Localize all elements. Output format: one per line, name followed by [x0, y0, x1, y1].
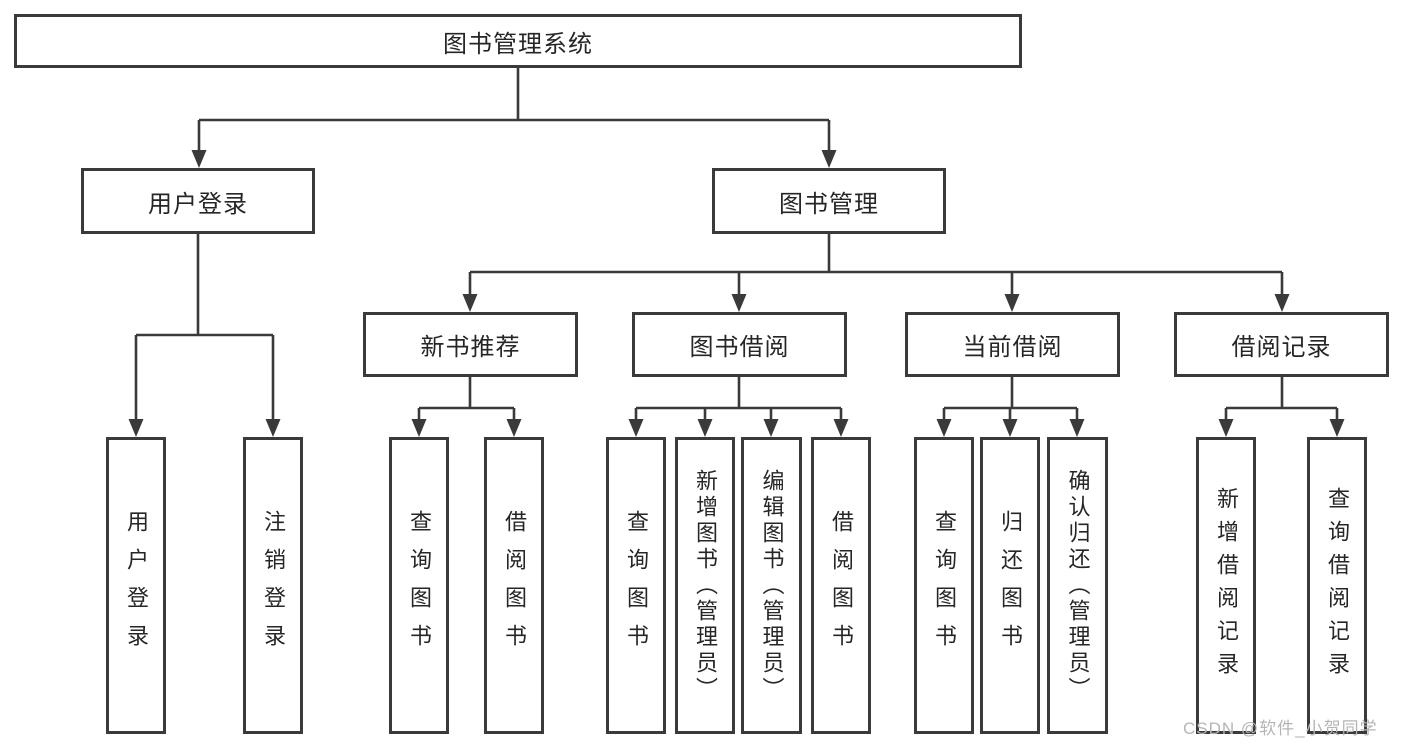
leaf-query-borrow-record: 查询借阅记录	[1307, 437, 1367, 734]
node-label: 图书管理	[779, 190, 879, 218]
csdn-watermark: CSDN @软件_小贺同学	[1183, 719, 1378, 738]
node-label: 查询图书	[407, 509, 432, 662]
node-label: 归还图书	[998, 509, 1023, 662]
node-book-borrow: 图书借阅	[632, 312, 847, 377]
node-label: 用户登录	[148, 190, 248, 218]
node-label: 图书管理系统	[443, 30, 593, 58]
node-label: 编辑图书（管理员）	[759, 468, 785, 703]
node-label: 确认归还（管理员）	[1065, 468, 1091, 703]
connector-new-book-rec-children	[417, 377, 516, 423]
leaf-add-borrow-record: 新增借阅记录	[1196, 437, 1256, 734]
node-label: 查询图书	[624, 509, 649, 662]
node-current-borrow: 当前借阅	[905, 312, 1120, 377]
node-label: 新增图书（管理员）	[693, 468, 718, 703]
connector-current-borrow-children	[942, 377, 1079, 423]
leaf-return-book: 归还图书	[980, 437, 1040, 734]
node-borrow-record: 借阅记录	[1174, 312, 1389, 377]
node-user-login: 用户登录	[81, 168, 315, 234]
node-label: 新书推荐	[420, 334, 521, 361]
leaf-user-login: 用户登录	[106, 437, 166, 734]
leaf-logout: 注销登录	[243, 437, 303, 734]
node-label: 用户登录	[124, 509, 149, 662]
connector-book-mgmt-children	[468, 234, 1284, 298]
leaf-confirm-return-admin: 确认归还（管理员）	[1047, 437, 1108, 734]
node-label: 新增借阅记录	[1214, 486, 1239, 685]
node-label: 当前借阅	[962, 334, 1063, 361]
node-label: 借阅图书	[829, 509, 854, 662]
connector-borrow-record-children	[1224, 377, 1339, 423]
leaf-query-book-current: 查询图书	[914, 437, 974, 734]
node-label: 查询图书	[932, 509, 957, 662]
node-book-management: 图书管理	[712, 168, 946, 234]
node-new-book-recommend: 新书推荐	[363, 312, 578, 377]
leaf-add-book-admin: 新增图书（管理员）	[675, 437, 735, 734]
leaf-borrow-book: 借阅图书	[811, 437, 871, 734]
leaf-query-book-borrow: 查询图书	[606, 437, 666, 734]
connector-user-login-children	[134, 234, 275, 423]
node-label: 注销登录	[261, 509, 286, 662]
node-label: 查询借阅记录	[1325, 486, 1350, 685]
connector-root-to-level2	[197, 68, 831, 153]
node-label: 借阅记录	[1231, 334, 1332, 361]
leaf-query-book-recommend: 查询图书	[389, 437, 449, 734]
node-label: 借阅图书	[502, 509, 527, 662]
node-root-system: 图书管理系统	[14, 14, 1022, 68]
arrowheads	[128, 150, 1345, 437]
connector-book-borrow-children	[634, 377, 843, 423]
leaf-edit-book-admin: 编辑图书（管理员）	[741, 437, 802, 734]
leaf-borrow-book-recommend: 借阅图书	[484, 437, 544, 734]
node-label: 图书借阅	[689, 334, 790, 361]
